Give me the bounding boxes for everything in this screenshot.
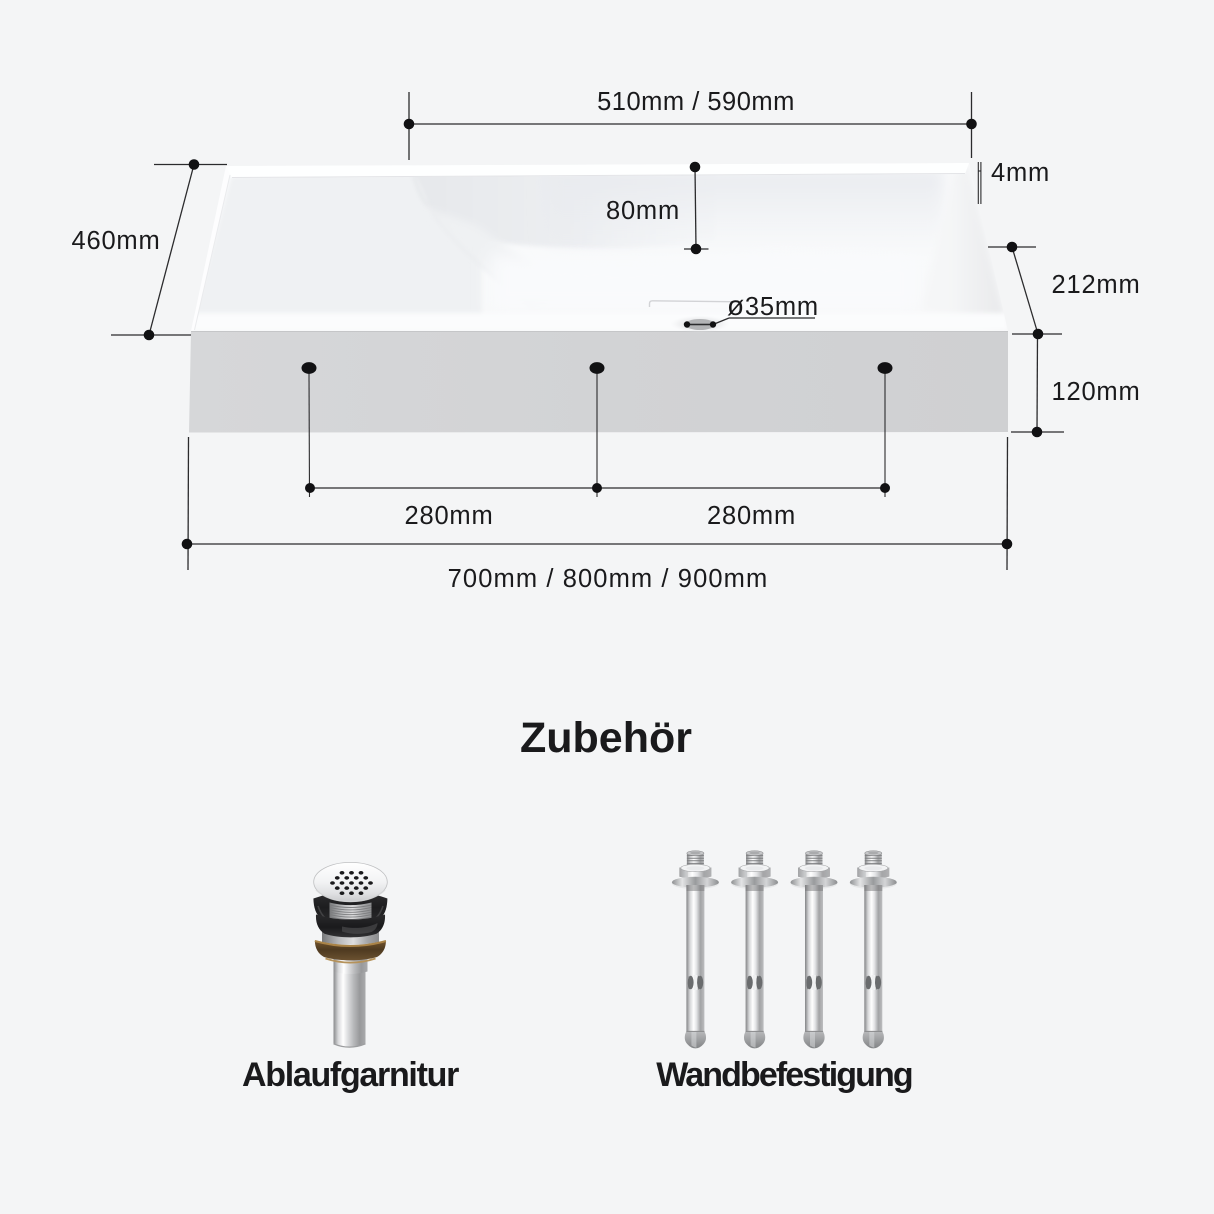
svg-text:460mm: 460mm <box>71 227 160 255</box>
svg-text:280mm: 280mm <box>707 502 796 530</box>
svg-text:Ablaufgarnitur: Ablaufgarnitur <box>242 1056 459 1094</box>
svg-text:80mm: 80mm <box>606 197 680 225</box>
svg-text:120mm: 120mm <box>1051 378 1140 406</box>
svg-text:ø35mm: ø35mm <box>727 290 819 321</box>
svg-text:4mm: 4mm <box>991 159 1050 187</box>
svg-text:700mm / 800mm / 900mm: 700mm / 800mm / 900mm <box>448 565 769 593</box>
svg-text:280mm: 280mm <box>404 502 493 530</box>
svg-text:Zubehör: Zubehör <box>520 714 692 762</box>
svg-text:Wandbefestigung: Wandbefestigung <box>656 1056 912 1094</box>
svg-text:510mm / 590mm: 510mm / 590mm <box>597 88 795 116</box>
svg-text:212mm: 212mm <box>1051 271 1140 299</box>
